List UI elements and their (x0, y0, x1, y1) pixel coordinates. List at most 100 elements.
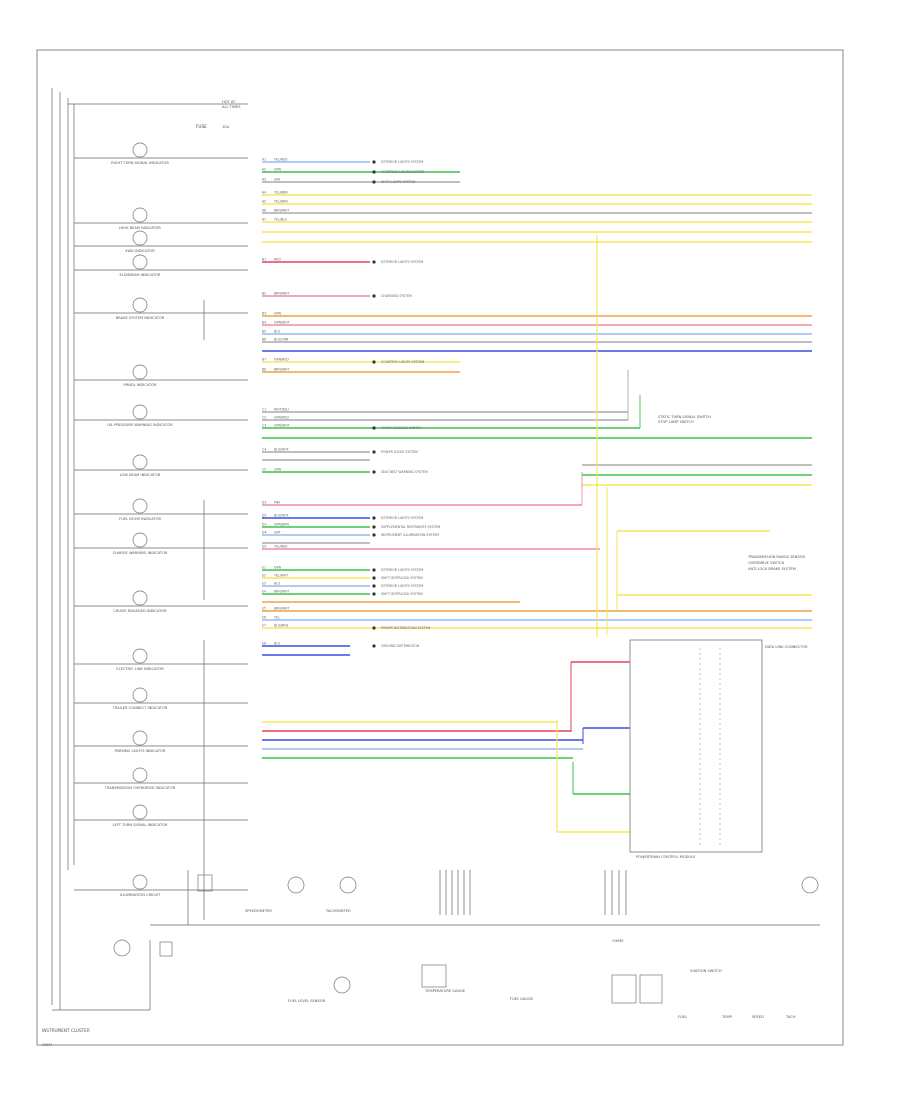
component-box (159, 941, 173, 957)
component-box (639, 974, 663, 1004)
bottom-row-label-1: FUEL (678, 1015, 687, 1019)
component-box (421, 964, 447, 988)
svg-text:E1: E1 (262, 566, 266, 570)
bottom-row-label-2: TEMP (721, 1015, 733, 1019)
right-labels: STATIC TURN SIGNAL SWITCH STOP LAMP SWIT… (636, 415, 808, 859)
svg-text:B7: B7 (262, 358, 266, 362)
svg-text:ORN/RED: ORN/RED (274, 358, 289, 362)
chime-label: CHIME (612, 939, 624, 943)
svg-text:EXTERIOR LIGHTS SYSTEM: EXTERIOR LIGHTS SYSTEM (381, 516, 424, 520)
indicator-label: OIL PRESSURE WARNING INDICATOR (107, 423, 173, 427)
svg-text:YEL/BRN: YEL/BRN (274, 200, 288, 204)
pin-label: A3 GRY AUTO LAMPS SYSTEM (262, 178, 416, 185)
tachometer-label: TACHOMETER (325, 909, 351, 913)
indicator-label: ILLUMINATION CIRCUIT (120, 893, 162, 897)
indicator-label: FUEL DOOR INDICATOR (119, 517, 161, 521)
indicator-bulb: HIGH BEAM INDICATOR (74, 207, 248, 230)
svg-text:GROUND DISTRIBUTION: GROUND DISTRIBUTION (381, 644, 420, 648)
indicator-bulb: TRAILER CONNECT INDICATOR (74, 687, 248, 710)
footer-code: C6667 (42, 1043, 52, 1047)
component-box (611, 974, 637, 1004)
right-label-6: DATA LINK CONNECTOR (765, 645, 808, 649)
vertical-connectors (149, 235, 820, 1010)
svg-text:GRY: GRY (274, 178, 280, 182)
indicator-bulb: PARKING LIGHTS INDICATOR (74, 730, 248, 753)
lower-module-label: POWERTRAIN CONTROL MODULE (636, 855, 696, 859)
svg-text:D2: D2 (262, 514, 266, 518)
svg-text:C1: C1 (262, 408, 266, 412)
hot-label-2: ALL TIMES (222, 105, 241, 109)
indicator-bulb: OIL PRESSURE WARNING INDICATOR (74, 404, 248, 427)
svg-text:A3: A3 (262, 178, 266, 182)
indicator-label: HIGH BEAM INDICATOR (119, 226, 161, 230)
indicator-label: ELECTRIC LINE INDICATOR (116, 667, 164, 671)
right-label-4: OVERDRIVE SWITCH (748, 561, 785, 565)
svg-text:YEL/RED: YEL/RED (274, 158, 288, 162)
svg-text:YEL/BLU: YEL/BLU (274, 218, 288, 222)
svg-text:SUPPLEMENTAL RESTRAINTS SYSTEM: SUPPLEMENTAL RESTRAINTS SYSTEM (381, 525, 441, 529)
indicator-label: ELDHBEAM INDICATOR (120, 273, 161, 277)
svg-text:YEL/WHT: YEL/WHT (274, 574, 288, 578)
pin-label: B7 ORN/RED COURTESY LIGHTS SYSTEM (262, 358, 425, 365)
svg-text:EXTERIOR LIGHTS SYSTEM: EXTERIOR LIGHTS SYSTEM (381, 584, 424, 588)
fuel-gauge-label: FUEL GAUGE (510, 997, 534, 1001)
indicator-label: TRAILER CONNECT INDICATOR (112, 706, 168, 710)
svg-text:A4: A4 (262, 191, 266, 195)
svg-text:WHT/BLU: WHT/BLU (274, 408, 289, 412)
svg-text:GRN: GRN (274, 566, 282, 570)
svg-text:CHARGING SYSTEM: CHARGING SYSTEM (381, 294, 412, 298)
bottom-row-label-4: TACH (785, 1015, 796, 1019)
svg-text:BLU/ORN: BLU/ORN (274, 338, 289, 342)
svg-text:E6: E6 (262, 616, 266, 620)
svg-text:GRN: GRN (274, 312, 282, 316)
indicator-bulb: ILLUMINATION CIRCUIT (74, 874, 248, 897)
svg-text:C3: C3 (262, 424, 266, 428)
svg-text:E8: E8 (262, 642, 266, 646)
svg-text:A6: A6 (262, 209, 266, 213)
svg-text:D4: D4 (262, 531, 266, 535)
svg-text:POWER DISTRIBUTION SYSTEM: POWER DISTRIBUTION SYSTEM (381, 626, 431, 630)
gauge-symbol (113, 939, 131, 957)
indicator-label: TRANSMISSION OVERDRIVE INDICATOR (104, 786, 176, 790)
indicator-label: 4WD INDICATOR (125, 249, 155, 253)
right-label-3: TRANSMISSION RANGE SENSOR (747, 555, 805, 559)
svg-text:BLU/WHT: BLU/WHT (274, 448, 289, 452)
bottom-row-label-3: SPEED (752, 1015, 764, 1019)
svg-text:E4: E4 (262, 590, 266, 594)
speedometer-label: SPEEDOMETER (245, 909, 272, 913)
svg-text:SEAT BELT WARNING SYSTEM: SEAT BELT WARNING SYSTEM (381, 470, 428, 474)
svg-text:C4: C4 (262, 448, 266, 452)
indicator-bulb: LEFT TURN SIGNAL INDICATOR (74, 804, 248, 827)
indicator-bulb: FUEL DOOR INDICATOR (74, 498, 248, 521)
svg-text:AUTO LAMPS SYSTEM: AUTO LAMPS SYSTEM (381, 180, 416, 184)
svg-text:COURTESY LIGHTS SYSTEM: COURTESY LIGHTS SYSTEM (381, 360, 425, 364)
svg-text:GRN/RED: GRN/RED (274, 416, 289, 420)
indicator-bulb: LOW BEAM INDICATOR (74, 454, 248, 477)
svg-text:C5: C5 (262, 468, 266, 472)
svg-text:D5: D5 (262, 545, 266, 549)
svg-text:BLU: BLU (274, 330, 281, 334)
svg-text:INSTRUMENT ILLUMINATION SYSTEM: INSTRUMENT ILLUMINATION SYSTEM (381, 533, 439, 537)
svg-text:BLU/BRN: BLU/BRN (274, 624, 289, 628)
svg-text:A7: A7 (262, 218, 266, 222)
svg-text:B1: B1 (262, 258, 266, 262)
svg-text:B2: B2 (262, 292, 266, 296)
gauge-symbol (287, 876, 305, 894)
svg-text:B8: B8 (262, 368, 266, 372)
fuel-level-sensor-label: FUEL LEVEL SENSOR (288, 999, 326, 1003)
svg-text:D1: D1 (262, 501, 266, 505)
svg-text:PNK: PNK (274, 501, 281, 505)
right-label-5: ANTI-LOCK BRAKE SYSTEM (748, 567, 796, 571)
indicator-label: CRUISE ENGAGED INDICATOR (113, 609, 167, 613)
svg-text:EXTERIOR LIGHTS SYSTEM: EXTERIOR LIGHTS SYSTEM (381, 568, 424, 572)
indicator-label: RIGHT TURN SIGNAL INDICATOR (111, 161, 169, 165)
